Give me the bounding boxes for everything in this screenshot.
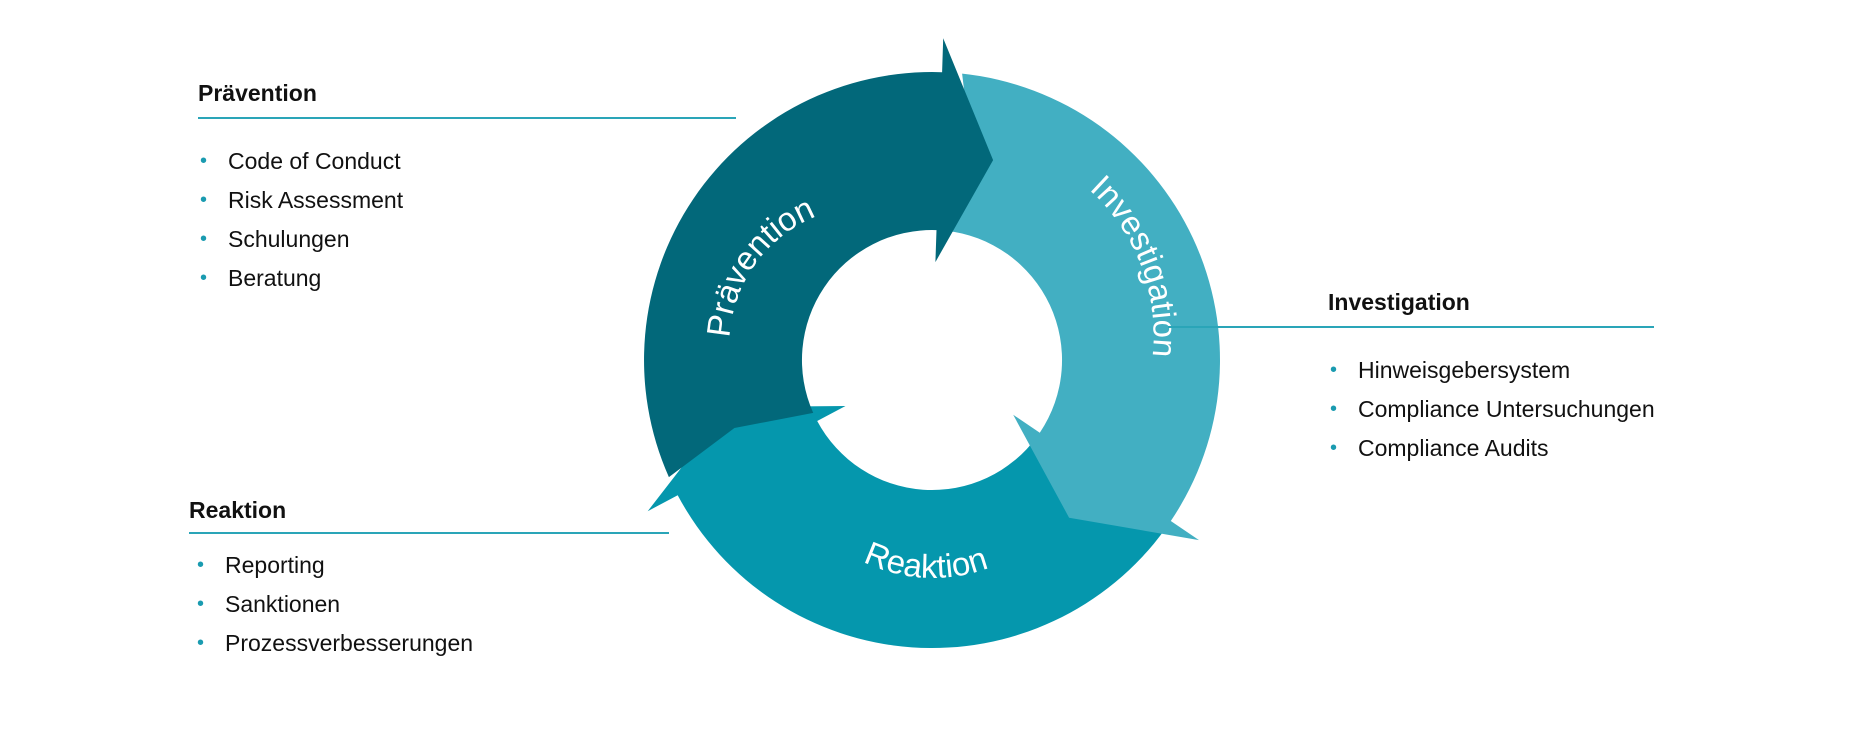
list-item: •Prozessverbesserungen [189, 624, 669, 663]
bullet-icon: • [197, 554, 205, 576]
panel-praevention: Prävention •Code of Conduct •Risk Assess… [198, 79, 736, 298]
bullet-icon: • [197, 632, 205, 654]
list-item: •Compliance Untersuchungen [1328, 390, 1655, 429]
list-item: •Risk Assessment [198, 181, 736, 220]
bullet-icon: • [1330, 359, 1338, 381]
bullet-icon: • [200, 267, 208, 289]
panel-divider-praevention [198, 117, 736, 119]
panel-title-praevention: Prävention [198, 80, 317, 106]
bullet-icon: • [200, 150, 208, 172]
panel-title-reaktion: Reaktion [189, 497, 287, 523]
panel-list-reaktion: •Reporting •Sanktionen •Prozessverbesser… [189, 546, 669, 663]
cycle-segment-reaktion [647, 406, 1165, 649]
panel-divider-investigation [1168, 326, 1654, 328]
list-item: •Code of Conduct [198, 142, 736, 181]
panel-list-investigation: •Hinweisgebersystem •Compliance Untersuc… [1328, 351, 1655, 468]
panel-list-praevention: •Code of Conduct •Risk Assessment •Schul… [198, 142, 736, 298]
list-item: •Hinweisgebersystem [1328, 351, 1654, 390]
panel-reaktion: Reaktion •Reporting •Sanktionen •Prozess… [189, 496, 669, 663]
bullet-icon: • [200, 228, 208, 250]
list-item: •Compliance Audits [1328, 429, 1654, 468]
bullet-icon: • [200, 189, 208, 211]
bullet-icon: • [197, 593, 205, 615]
cycle-segment-investigation [945, 73, 1220, 541]
list-item: •Schulungen [198, 220, 736, 259]
cycle-segment-praevention [644, 38, 994, 478]
panel-title-investigation: Investigation [1328, 289, 1470, 315]
list-item: •Beratung [198, 259, 736, 298]
list-item: •Sanktionen [189, 585, 669, 624]
bullet-icon: • [1330, 437, 1338, 459]
list-item: •Reporting [189, 546, 669, 585]
panel-divider-reaktion [189, 532, 669, 534]
panel-investigation: Investigation •Hinweisgebersystem •Compl… [1168, 288, 1655, 468]
bullet-icon: • [1330, 398, 1338, 420]
